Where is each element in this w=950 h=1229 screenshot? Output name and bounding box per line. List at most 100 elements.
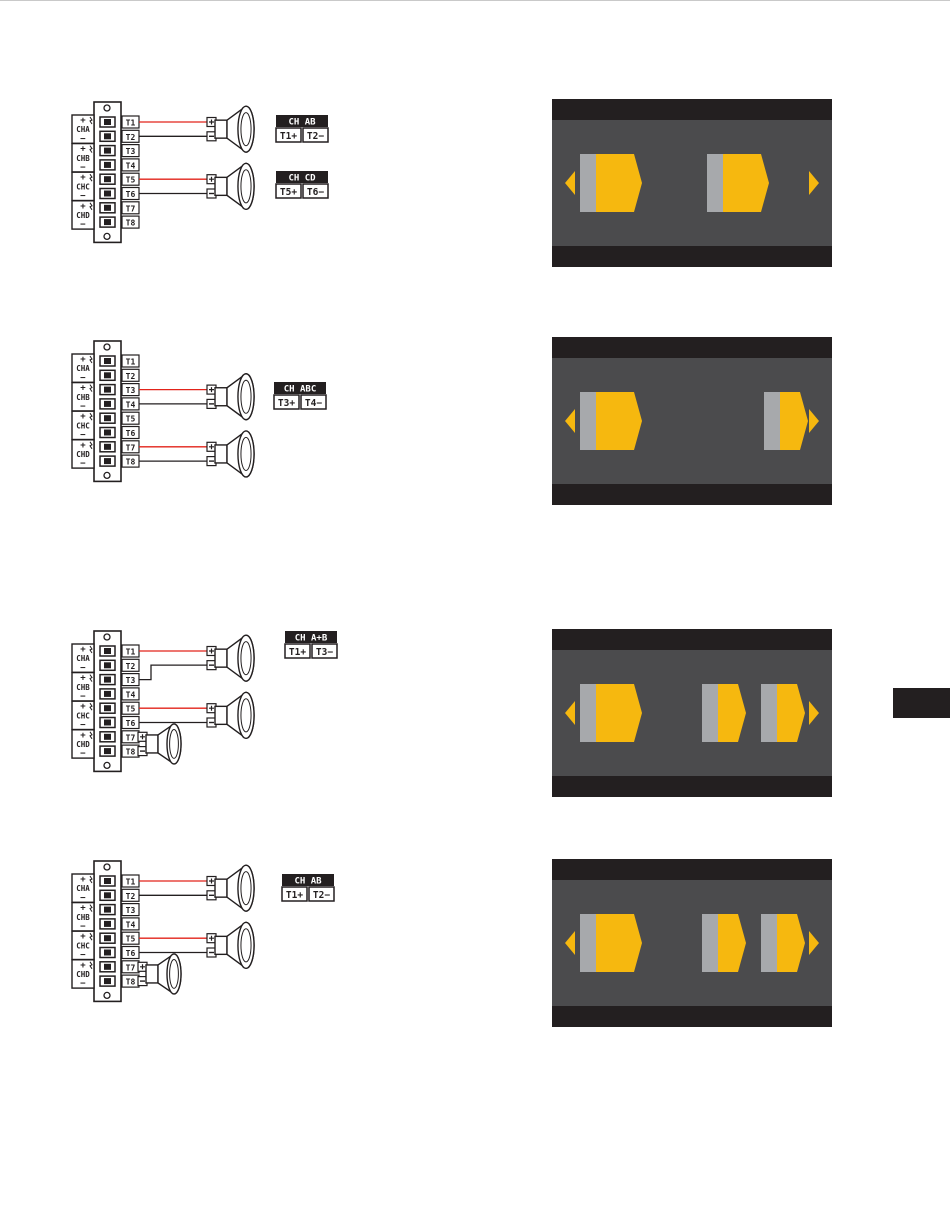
speaker-block-front <box>718 914 746 972</box>
label-title: CH ABC <box>284 385 317 395</box>
speaker-block-icon <box>580 684 642 742</box>
terminal-screw <box>104 734 111 740</box>
speaker-screen-1 <box>552 99 832 267</box>
speaker-block-back <box>761 914 777 972</box>
terminal-screw <box>104 458 111 464</box>
label-positive-terminal: T3+ <box>278 398 295 409</box>
terminal-screw <box>104 401 111 407</box>
arrow-left-icon <box>565 701 575 725</box>
terminal-label-t4: T4 <box>126 920 136 929</box>
channel-label-cha: CHA <box>76 364 90 373</box>
channel-minus-sign: − <box>80 922 86 932</box>
speaker-block-back <box>580 154 596 212</box>
terminal-screw <box>104 892 111 898</box>
terminal-label-t8: T8 <box>126 978 136 987</box>
speaker-block-back <box>764 392 780 450</box>
speaker-icon <box>215 635 254 681</box>
channel-label-chc: CHC <box>76 941 90 950</box>
speaker-block-icon <box>761 914 805 972</box>
speaker-icon <box>146 724 181 764</box>
terminal-label-t7: T7 <box>126 733 136 742</box>
speaker-magnet <box>215 445 227 463</box>
terminal-screw <box>104 372 111 378</box>
speaker-block-back <box>580 392 596 450</box>
channel-label-chb: CHB <box>76 154 90 163</box>
label-title: CH AB <box>294 877 322 887</box>
speaker-magnet <box>215 120 227 138</box>
terminal-screw <box>104 444 111 450</box>
terminal-label-t7: T7 <box>126 443 136 452</box>
terminal-label-t3: T3 <box>126 906 136 915</box>
terminal-label-t5: T5 <box>126 705 136 714</box>
terminal-screw <box>104 648 111 654</box>
arrow-right-icon <box>809 409 819 433</box>
channel-minus-sign: − <box>80 749 86 759</box>
terminal-screw <box>104 907 111 913</box>
label-title: CH CD <box>288 174 316 184</box>
speaker-block-icon <box>580 914 642 972</box>
channel-label-chc: CHC <box>76 421 90 430</box>
terminal-label-t1: T1 <box>126 358 136 367</box>
terminal-block: T1T2T3T4T5T6T7T8+CHA−+CHB−+CHC−+CHD− <box>72 341 139 481</box>
terminal-screw <box>104 219 111 225</box>
channel-label-chc: CHC <box>76 182 90 191</box>
speaker-block-front <box>596 914 642 972</box>
label-title: CH AB <box>288 118 316 128</box>
terminal-label-t4: T4 <box>126 161 136 170</box>
terminal-label-t2: T2 <box>126 892 136 901</box>
channel-label-chd: CHD <box>76 450 90 459</box>
terminal-screw <box>104 133 111 139</box>
channel-minus-sign: − <box>80 192 86 202</box>
speaker-block-front <box>777 684 805 742</box>
speaker-icon <box>215 106 254 152</box>
channel-minus-sign: − <box>80 402 86 412</box>
wiring-diagram-3-svg: T1T2T3T4T5T6T7T8+CHA−+CHB−+CHC−+CHD−CH A… <box>0 625 380 795</box>
speaker-magnet <box>146 965 158 983</box>
terminal-label-t6: T6 <box>126 949 136 958</box>
speaker-icon <box>146 954 181 994</box>
label-positive-terminal: T5+ <box>280 187 297 198</box>
arrow-right-icon <box>809 701 819 725</box>
speaker-block-back <box>761 684 777 742</box>
channel-minus-sign: − <box>80 431 86 441</box>
terminal-label-t8: T8 <box>126 219 136 228</box>
channel-minus-sign: − <box>80 663 86 673</box>
label-positive-terminal: T1+ <box>280 131 297 142</box>
channel-label-chb: CHB <box>76 683 90 692</box>
arrow-right-icon <box>809 171 819 195</box>
terminal-label-t5: T5 <box>126 415 136 424</box>
speaker-block-icon <box>761 684 805 742</box>
speaker-block-front <box>777 914 805 972</box>
label-title: CH A+B <box>295 634 328 644</box>
terminal-label-t5: T5 <box>126 935 136 944</box>
terminal-label-t3: T3 <box>126 386 136 395</box>
arrow-right-icon <box>809 931 819 955</box>
speaker-block-icon <box>702 914 746 972</box>
channel-label-chb: CHB <box>76 913 90 922</box>
terminal-screw <box>104 720 111 726</box>
channel-minus-sign: − <box>80 721 86 731</box>
channel-minus-sign: − <box>80 163 86 173</box>
terminal-screw <box>104 878 111 884</box>
terminal-screw <box>104 921 111 927</box>
speaker-screen-2-svg <box>552 337 832 505</box>
negative-wire <box>139 665 207 679</box>
speaker-icon <box>215 374 254 420</box>
terminal-screw <box>104 662 111 668</box>
terminal-label-t8: T8 <box>126 458 136 467</box>
channel-label-box-1: CH ABCT3+T4− <box>274 382 326 409</box>
speaker-block-icon <box>580 392 642 450</box>
label-negative-terminal: T6− <box>307 187 324 198</box>
arrow-left-icon <box>565 931 575 955</box>
channel-label-chd: CHD <box>76 740 90 749</box>
section-tab <box>893 688 950 718</box>
speaker-block-back <box>580 914 596 972</box>
terminal-label-t1: T1 <box>126 878 136 887</box>
speaker-block-icon <box>764 392 808 450</box>
speaker-magnet <box>215 649 227 667</box>
wiring-diagram-3: T1T2T3T4T5T6T7T8+CHA−+CHB−+CHC−+CHD−CH A… <box>0 625 380 795</box>
speaker-screen-2 <box>552 337 832 505</box>
